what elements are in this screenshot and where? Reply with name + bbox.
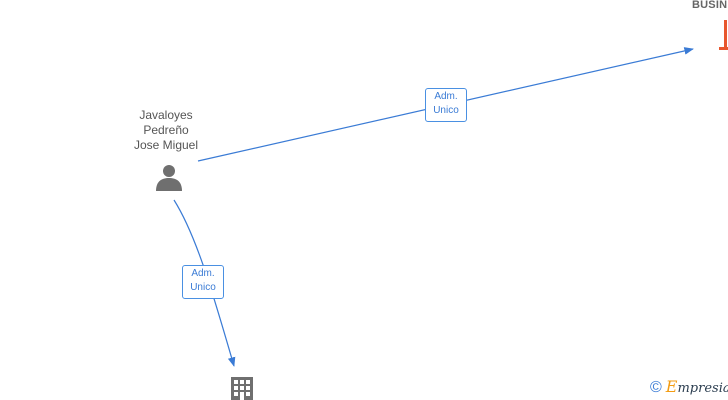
person-name-line-2: Pedreño — [143, 123, 189, 137]
person-icon[interactable] — [154, 162, 184, 192]
person-name[interactable]: Javaloyes Pedreño Jose Miguel — [118, 108, 214, 153]
brand-initial: E — [665, 377, 678, 396]
edge-label-top-line-2: Unico — [433, 105, 459, 116]
edge-label-bottom-line-2: Unico — [190, 282, 216, 293]
company-icon[interactable] — [716, 16, 728, 56]
copyright-icon: © — [650, 379, 662, 396]
building-icon[interactable] — [230, 376, 254, 400]
brand-rest: mpresia — [677, 381, 728, 396]
edge-label-top[interactable]: Adm. Unico — [425, 88, 467, 122]
brand-name: Empresia — [666, 378, 728, 398]
edge-label-top-line-1: Adm. — [434, 91, 458, 102]
company-top-name[interactable]: BUSIN — [692, 0, 728, 11]
edge-label-bottom[interactable]: Adm. Unico — [182, 265, 224, 299]
brand-watermark: © Empresia — [650, 378, 728, 398]
person-name-line-3: Jose Miguel — [133, 138, 199, 152]
person-name-line-1: Javaloyes — [139, 108, 193, 122]
edge-label-bottom-line-1: Adm. — [191, 268, 215, 279]
